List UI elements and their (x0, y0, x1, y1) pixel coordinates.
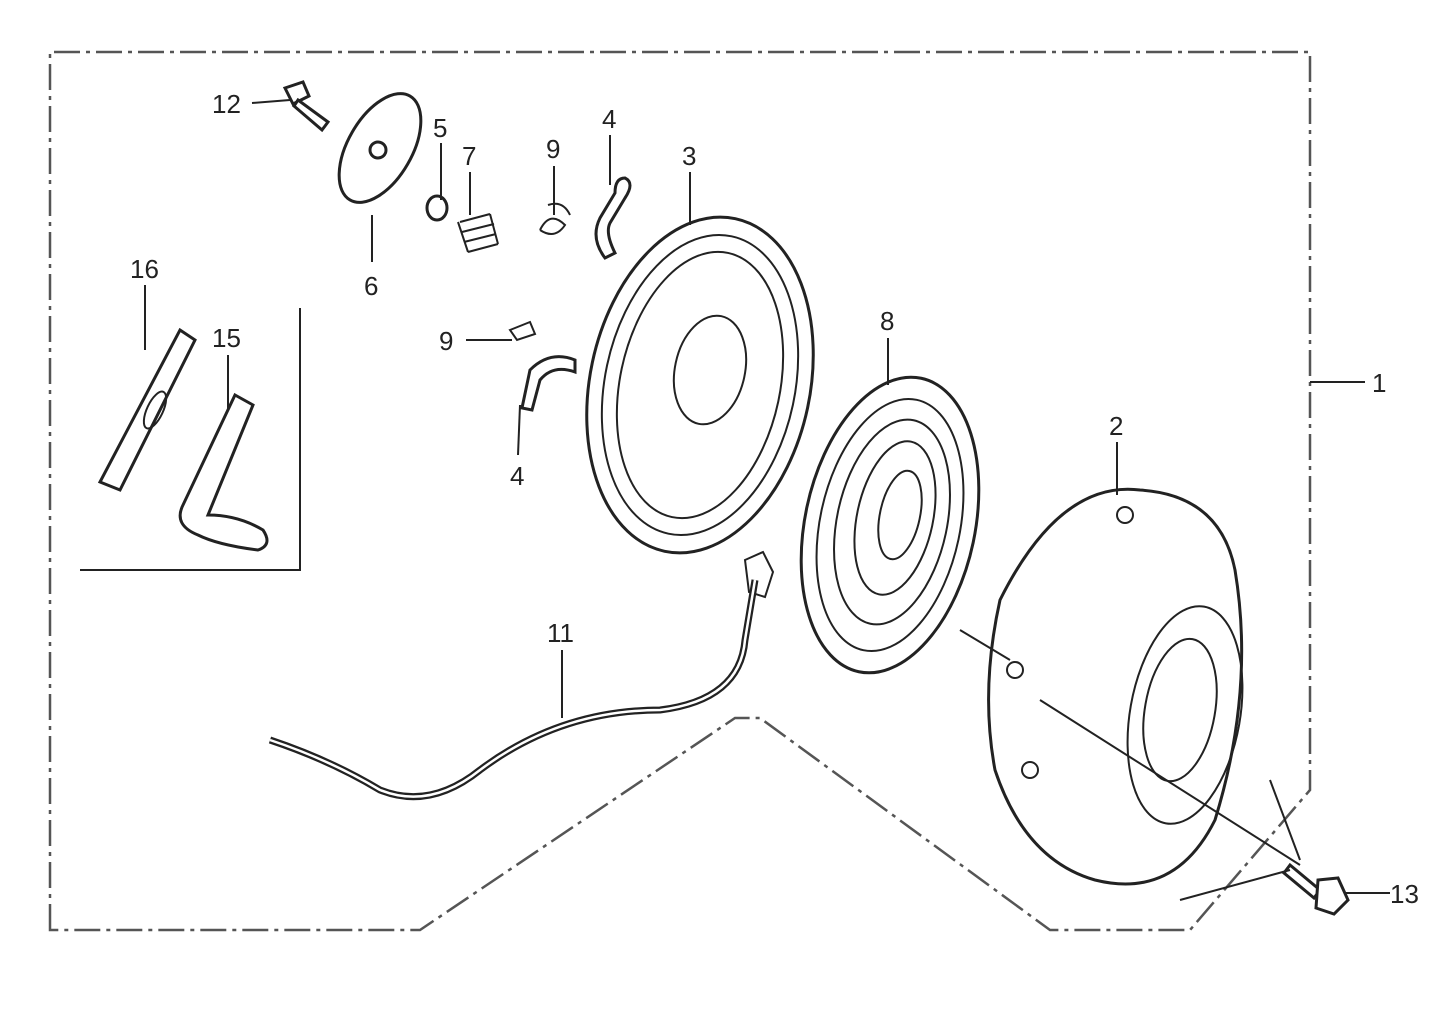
part-6-ratchet (337, 92, 423, 204)
callout-6: 6 (364, 271, 378, 301)
callout-3: 3 (682, 141, 696, 171)
callout-9-upper: 9 (546, 134, 560, 164)
callout-4-upper: 4 (602, 104, 616, 134)
part-7-spring (457, 213, 499, 253)
part-15-handle (178, 392, 269, 552)
callout-8: 8 (880, 306, 894, 336)
callout-16: 16 (130, 254, 159, 284)
callout-15: 15 (212, 323, 241, 353)
callout-11: 11 (547, 618, 574, 648)
part-4-pawl-lower (520, 355, 577, 412)
part-12-bolt (282, 80, 331, 133)
callout-5: 5 (433, 113, 447, 143)
callout-9-lower: 9 (439, 326, 453, 356)
part-13-bolt (1281, 862, 1350, 916)
callout-4-lower: 4 (510, 461, 524, 491)
part-5-washer (425, 194, 449, 222)
handle-group-bracket (80, 308, 301, 571)
part-3-reel (585, 215, 815, 599)
callout-7: 7 (462, 141, 476, 171)
part-9-spring-lower (508, 320, 537, 342)
callout-12: 12 (212, 89, 241, 119)
assembly-frame-dashed (48, 50, 1312, 932)
part-4-pawl-upper (594, 176, 632, 260)
part-9-spring-upper (539, 202, 571, 235)
part-11-rope (268, 579, 759, 801)
part-16-handle-grip (97, 327, 197, 492)
part-2-starter-case (987, 487, 1244, 886)
leader-lines (144, 99, 1390, 901)
callout-1: 1 (1372, 368, 1386, 398)
callout-13: 13 (1390, 879, 1419, 909)
part-8-recoil-spring (799, 375, 981, 675)
callout-2: 2 (1109, 411, 1123, 441)
